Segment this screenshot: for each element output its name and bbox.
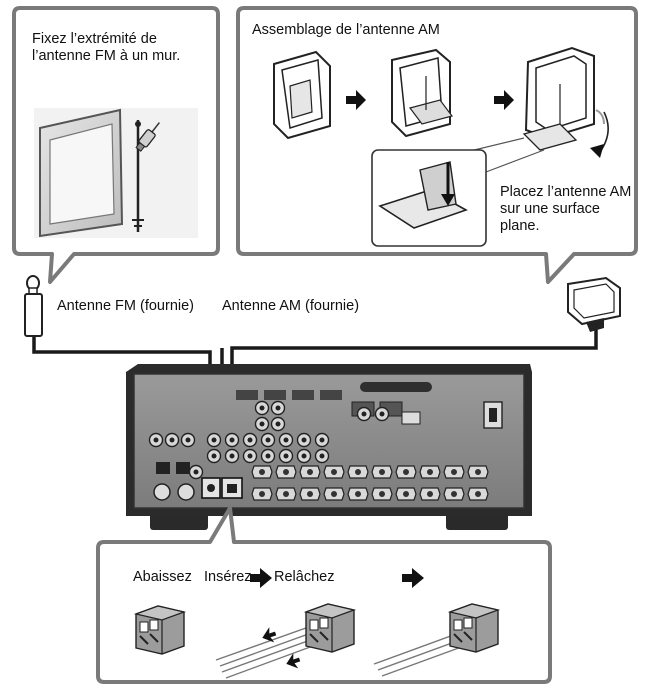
wireless-antenna bbox=[360, 382, 432, 392]
am-antenna-step2-icon bbox=[391, 48, 454, 138]
am-antenna-step1-icon bbox=[273, 50, 331, 140]
arrow-right-icon bbox=[250, 568, 272, 588]
clip-step1-icon bbox=[135, 605, 185, 655]
am-callout-panel bbox=[236, 6, 638, 284]
am-assembly-title: Assemblage de l’antenne AM bbox=[252, 22, 440, 38]
am-antenna-label: Antenne AM (fournie) bbox=[222, 298, 360, 314]
step-insert-label: Insérez bbox=[204, 569, 252, 585]
xlr-ports bbox=[153, 483, 195, 501]
network-ports bbox=[236, 390, 342, 400]
fm-antenna-label: Antenne FM (fournie) bbox=[57, 298, 195, 314]
fm-antenna-icon bbox=[24, 275, 43, 337]
connect-steps-panel bbox=[96, 506, 552, 684]
am-antenna-step3-icon bbox=[522, 46, 609, 158]
arrow-insert-icon bbox=[262, 627, 277, 643]
receiver-right-foot bbox=[446, 512, 508, 530]
am-antenna-terminal bbox=[221, 477, 243, 499]
optical-ports bbox=[156, 462, 190, 474]
receiver-left-foot bbox=[150, 512, 208, 530]
step-release-label: Relâchez bbox=[274, 569, 335, 585]
fm-antenna-jack bbox=[201, 477, 221, 499]
clip-step2-icon bbox=[215, 603, 355, 679]
arrow-insert-icon bbox=[286, 653, 301, 669]
pushpin-icon bbox=[135, 122, 160, 152]
clip-step3-icon bbox=[373, 603, 499, 677]
step-lower-label: Abaissez bbox=[133, 569, 192, 585]
arrow-right-icon bbox=[346, 90, 366, 110]
arrow-right-icon bbox=[402, 568, 424, 588]
av-receiver bbox=[126, 364, 532, 530]
am-antenna-icon bbox=[567, 276, 621, 332]
am-placement-note: Placez l’antenne AM sur une surface plan… bbox=[500, 184, 632, 234]
fm-mount-instruction: Fixez l’extrémité de l’antenne FM à un m… bbox=[32, 31, 181, 64]
arrow-right-icon bbox=[494, 90, 514, 110]
wall-illustration bbox=[34, 108, 198, 238]
am-stand-detail-inset bbox=[371, 137, 545, 247]
fm-callout-panel bbox=[12, 6, 220, 284]
